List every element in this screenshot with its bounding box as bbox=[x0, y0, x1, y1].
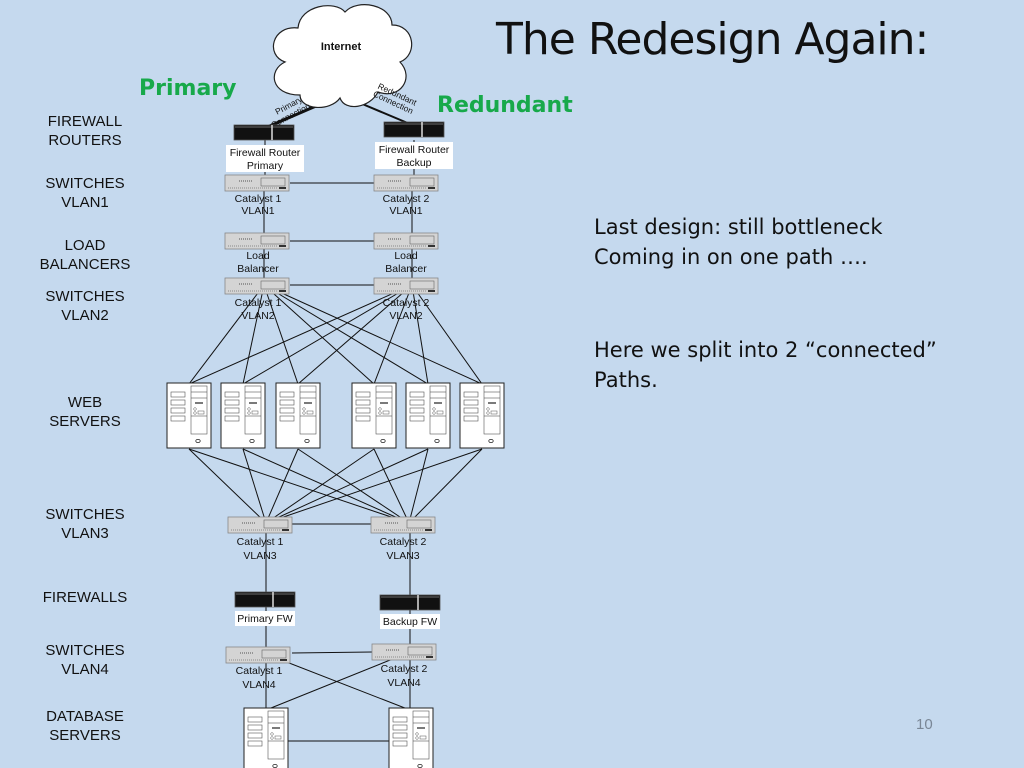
redundant-heading: Redundant bbox=[437, 93, 573, 118]
vlan1-switch-2-icon bbox=[373, 174, 439, 192]
primary-fw-label: Primary FW bbox=[237, 613, 292, 625]
primary-heading: Primary bbox=[139, 76, 237, 101]
layer-label-firewalls: FIREWALLS bbox=[42, 589, 128, 606]
vlan4-switch-1-label-2: VLAN4 bbox=[242, 679, 275, 691]
vlan4-switch-2-icon bbox=[371, 643, 437, 661]
vlan3-switch-1-icon bbox=[227, 516, 293, 534]
body-line-3: Here we split into 2 “connected” bbox=[594, 338, 937, 362]
internet-cloud-icon: Internet bbox=[273, 4, 413, 108]
db-server-1-icon bbox=[243, 707, 289, 768]
vlan4-switch-1-icon bbox=[225, 646, 291, 664]
body-line-4: Paths. bbox=[594, 368, 658, 392]
vlan1-switch-1-label-1: Catalyst 1 bbox=[235, 193, 282, 205]
vlan4-2-to-db-1-line bbox=[265, 651, 411, 711]
web-6-to-vlan3-1-line bbox=[265, 448, 483, 524]
vlan2-switch-1-label-2: VLAN2 bbox=[241, 310, 274, 322]
vlan2-2-to-web-6-line bbox=[411, 284, 483, 385]
vlan2-1-to-web-5-line bbox=[263, 284, 429, 385]
vlan2-1-to-web-3-line bbox=[263, 284, 299, 385]
body-line-1: Last design: still bottleneck bbox=[594, 215, 883, 239]
vlan3-switch-2-label-1: Catalyst 2 bbox=[380, 536, 427, 548]
vlan1-switch-2-label-1: Catalyst 2 bbox=[383, 193, 430, 205]
vlan3-switch-1-label-1: Catalyst 1 bbox=[237, 536, 284, 548]
vlan2-2-to-web-2-line bbox=[242, 284, 413, 385]
web-1-to-vlan3-2-line bbox=[188, 448, 410, 524]
body-paragraph-1: Last design: still bottleneck Coming in … bbox=[594, 212, 883, 272]
web-5-to-vlan3-1-line bbox=[265, 448, 429, 524]
load-balancer-1-icon bbox=[224, 232, 290, 250]
fw-router-primary-label-1: Firewall Router bbox=[230, 147, 301, 159]
vlan2-2-to-web-3-line bbox=[297, 284, 413, 385]
load-balancer-2-icon bbox=[373, 232, 439, 250]
body-line-2: Coming in on one path …. bbox=[594, 245, 868, 269]
web-4-to-vlan3-1-line bbox=[265, 448, 375, 524]
web-server-2-icon bbox=[220, 382, 266, 449]
web-6-to-vlan3-2-line bbox=[408, 448, 483, 524]
fw-router-backup-label-1: Firewall Router bbox=[379, 144, 450, 156]
vlan2-1-to-web-6-line bbox=[263, 284, 483, 385]
vlan4-interlink-line bbox=[291, 651, 373, 654]
lb-1-label-2: Balancer bbox=[237, 263, 279, 275]
vlan3-switch-2-label-2: VLAN3 bbox=[386, 550, 419, 562]
vlan2-switch-2-label-1: Catalyst 2 bbox=[383, 297, 430, 309]
backup-fw-label: Backup FW bbox=[383, 616, 437, 628]
primary-fw-icon bbox=[234, 591, 296, 608]
internet-label: Internet bbox=[321, 41, 362, 53]
web-3-to-vlan3-2-line bbox=[297, 448, 410, 524]
web-server-3-icon bbox=[275, 382, 321, 449]
redundant-connection-line bbox=[359, 102, 411, 125]
web-server-6-icon bbox=[459, 382, 505, 449]
vlan2-switch-2-label-2: VLAN2 bbox=[389, 310, 422, 322]
web-2-to-vlan3-2-line bbox=[242, 448, 410, 524]
web-4-to-vlan3-2-line bbox=[373, 448, 410, 524]
vlan2-1-to-web-2-line bbox=[242, 284, 265, 385]
web-5-to-vlan3-2-line bbox=[408, 448, 429, 524]
fw-router-backup-icon bbox=[383, 121, 445, 138]
lb-1-label-1: Load bbox=[246, 250, 270, 262]
web-server-1-icon bbox=[166, 382, 212, 449]
vlan1-switch-1-icon bbox=[224, 174, 290, 192]
web-server-5-icon bbox=[405, 382, 451, 449]
vlan2-2-to-web-1-line bbox=[188, 284, 413, 385]
vlan1-switch-1-label-2: VLAN1 bbox=[241, 205, 274, 217]
vlan2-2-to-web-5-line bbox=[411, 284, 429, 385]
fw-router-primary-label-2: Primary bbox=[247, 160, 284, 172]
lb-2-label-1: Load bbox=[394, 250, 418, 262]
backup-fw-icon bbox=[379, 594, 441, 611]
web-1-to-vlan3-1-line bbox=[188, 448, 267, 524]
vlan4-switch-2-label-1: Catalyst 2 bbox=[381, 663, 428, 675]
vlan2-1-to-web-4-line bbox=[263, 284, 375, 385]
web-2-to-vlan3-1-line bbox=[242, 448, 267, 524]
vlan3-switch-2-icon bbox=[370, 516, 436, 534]
vlan4-switch-1-label-1: Catalyst 1 bbox=[236, 665, 283, 677]
fw-router-primary-icon bbox=[233, 124, 295, 141]
vlan2-1-to-web-1-line bbox=[188, 284, 265, 385]
vlan4-switch-2-label-2: VLAN4 bbox=[387, 677, 420, 689]
fw-router-backup-label-2: Backup bbox=[396, 157, 431, 169]
vlan2-2-to-web-4-line bbox=[373, 284, 413, 385]
body-paragraph-2: Here we split into 2 “connected” Paths. bbox=[594, 335, 937, 395]
vlan3-switch-1-label-2: VLAN3 bbox=[243, 550, 276, 562]
slide-title: The Redesign Again: bbox=[496, 14, 929, 65]
page-number: 10 bbox=[916, 716, 933, 733]
vlan2-switch-1-label-1: Catalyst 1 bbox=[235, 297, 282, 309]
web-3-to-vlan3-1-line bbox=[265, 448, 299, 524]
vlan2-switch-2-icon bbox=[373, 277, 439, 295]
vlan2-switch-1-icon bbox=[224, 277, 290, 295]
lb-2-label-2: Balancer bbox=[385, 263, 427, 275]
db-server-2-icon bbox=[388, 707, 434, 768]
web-server-4-icon bbox=[351, 382, 397, 449]
vlan1-switch-2-label-2: VLAN1 bbox=[389, 205, 422, 217]
